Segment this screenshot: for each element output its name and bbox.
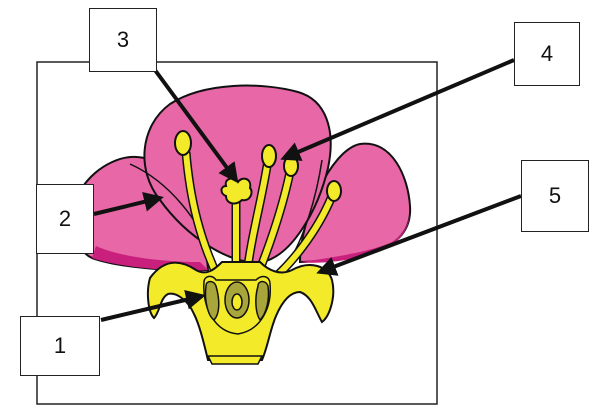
label-5: 5 xyxy=(549,183,561,209)
label-2: 2 xyxy=(59,206,71,232)
label-box-2: 2 xyxy=(36,184,94,254)
label-box-4: 4 xyxy=(514,22,580,86)
label-1: 1 xyxy=(54,333,66,359)
label-box-1: 1 xyxy=(20,316,100,376)
stigma xyxy=(222,179,252,204)
label-4: 4 xyxy=(541,41,553,67)
stem xyxy=(208,356,262,364)
ovule-inner xyxy=(232,294,242,310)
label-box-5: 5 xyxy=(521,160,589,232)
label-box-3: 3 xyxy=(89,8,157,72)
label-3: 3 xyxy=(117,27,129,53)
